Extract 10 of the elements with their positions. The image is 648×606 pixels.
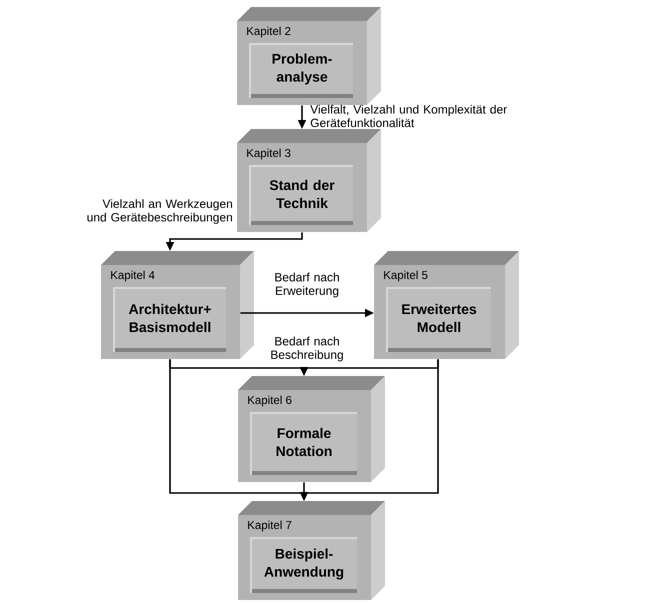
chapter-box: Kapitel 2 Problem- analyse bbox=[237, 7, 381, 105]
edge-label: Bedarf nach Beschreibung bbox=[271, 336, 343, 362]
edge-label: Vielzahl an Werkzeugen und Gerätebeschreibungen bbox=[87, 199, 232, 224]
edge-label: Vielfalt, Vielzahl und Komplexität der Gerätefunktionalität bbox=[310, 104, 507, 128]
edge-label: Bedarf nach Erweiterung bbox=[275, 272, 339, 298]
chapter-box: Kapitel 4 Architektur+ Basismodell bbox=[101, 251, 254, 359]
chapter-box: Kapitel 7 Beispiel- Anwendung bbox=[238, 501, 385, 600]
chapter-box: Kapitel 3 Stand der Technik bbox=[237, 129, 381, 232]
chapter-box: Kapitel 6 Formale Notation bbox=[238, 376, 385, 482]
chapter-box: Kapitel 5 Erweitertes Modell bbox=[374, 251, 519, 359]
